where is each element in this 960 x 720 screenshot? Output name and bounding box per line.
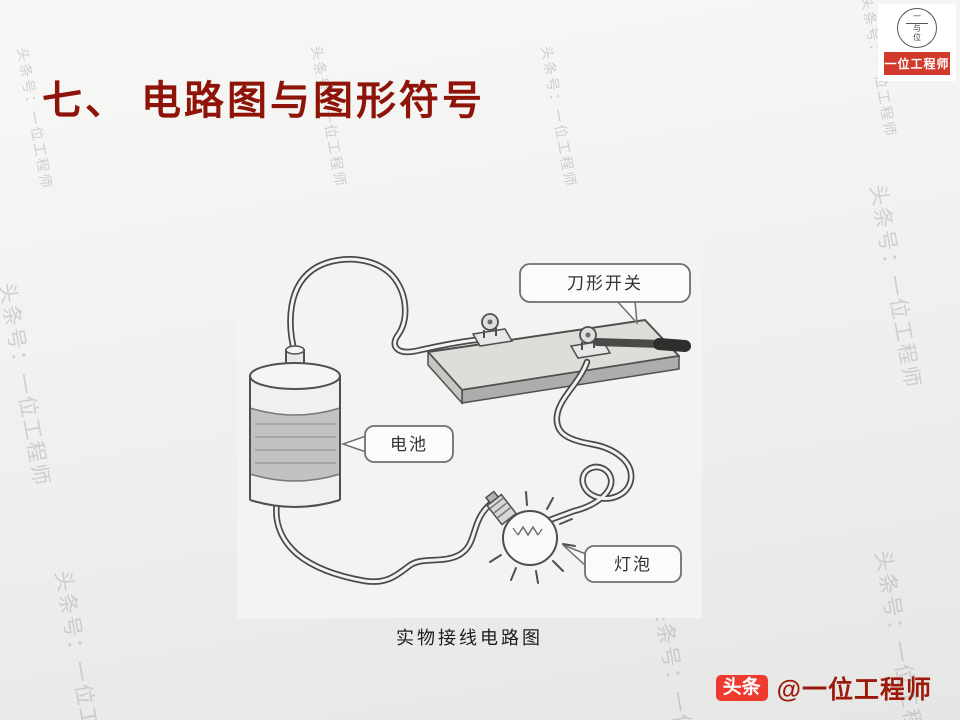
callout-bulb: 灯泡 [562, 544, 682, 583]
footer-handle: @一位工程师 [776, 676, 932, 704]
watermark-text: 头条号：一位工程师 [865, 182, 925, 391]
bulb-illustration [484, 490, 576, 584]
seal-char-top: 一 [913, 11, 921, 21]
toutiao-badge: 头条 [715, 674, 768, 702]
switch-handle [653, 338, 691, 352]
watermark-text: 头条号：一位工程师 [0, 280, 54, 489]
switch-label: 刀形开关 [567, 274, 643, 293]
switch-blade [593, 338, 665, 348]
bulb-rays [489, 491, 576, 584]
bulb-screw-base [484, 490, 518, 526]
watermark-text: 头条号：一位工程师 [50, 568, 110, 720]
circuit-figure: 刀形开关 电池 灯泡 [237, 238, 702, 618]
slide-title: 七、 电路图与图形符号 [42, 78, 485, 123]
seal-char-bottom: 位 [913, 33, 921, 43]
seal-char-mid: 与 [913, 23, 921, 33]
battery-label: 电池 [390, 435, 428, 454]
footer-branding: 头条 @一位工程师 [715, 670, 932, 706]
publisher-logo: 一 与 位 一位工程师 [878, 4, 956, 81]
watermark-text: 头条号：一位工程师 [538, 44, 580, 189]
switch-board [427, 319, 680, 405]
circuit-drawing: 刀形开关 电池 灯泡 [237, 238, 702, 618]
callout-battery: 电池 [340, 425, 454, 463]
knife-switch-parts [471, 313, 691, 359]
bulb-label: 灯泡 [614, 555, 652, 574]
seal-divider [906, 22, 928, 24]
circuit-wires [273, 256, 635, 585]
figure-caption: 实物接线电路图 [396, 628, 543, 648]
callout-switch: 刀形开关 [519, 263, 691, 326]
publisher-name: 一位工程师 [884, 52, 950, 75]
bulb-filament [517, 525, 539, 537]
publisher-seal-icon: 一 与 位 [897, 8, 937, 48]
battery-illustration [249, 345, 341, 508]
